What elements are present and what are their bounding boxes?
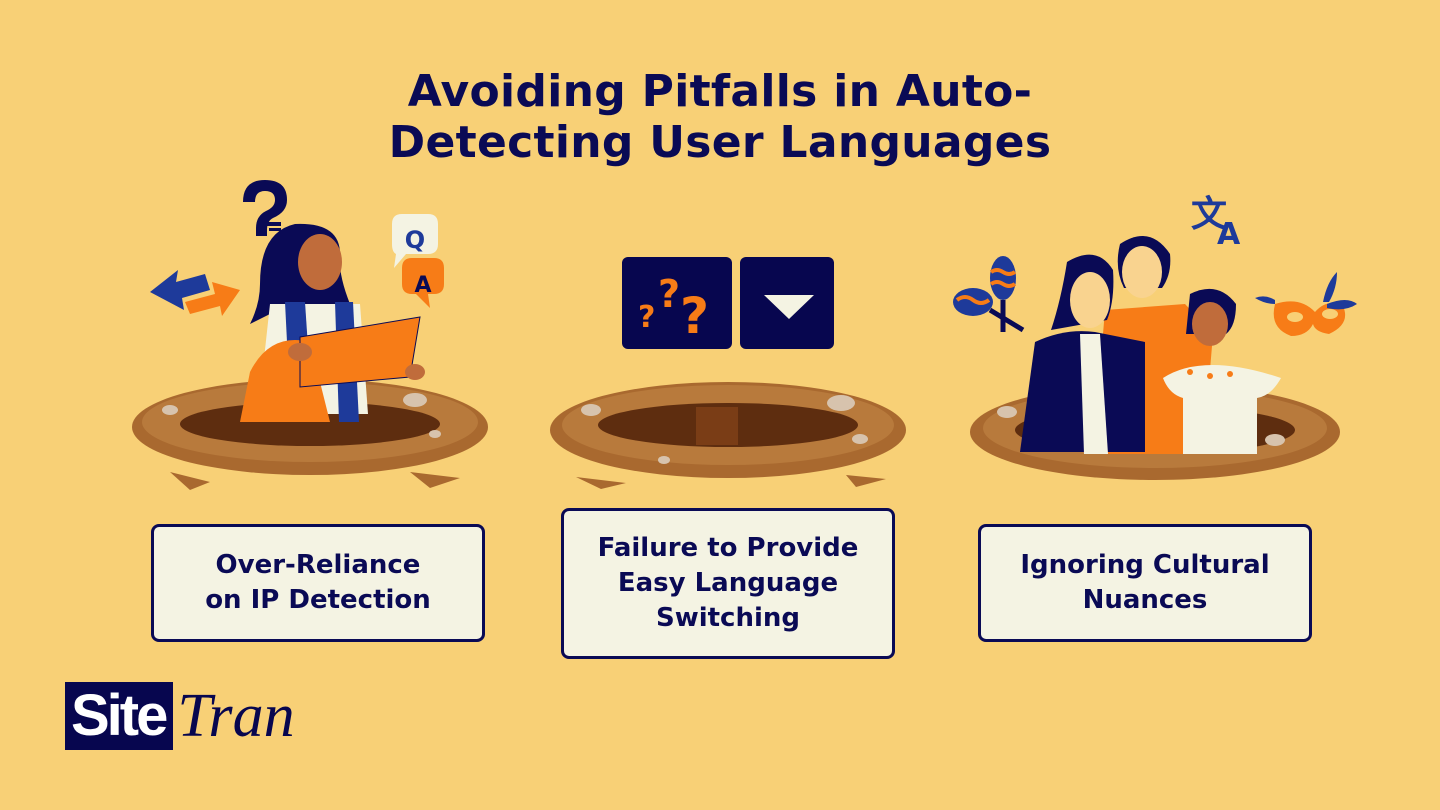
svg-text:Q: Q [405, 226, 425, 254]
language-selector-icon: ? ? ? [622, 257, 834, 349]
card-line: on IP Detection [205, 585, 431, 615]
card-line: Easy Language [617, 568, 839, 598]
svg-text:?: ? [658, 272, 680, 316]
dropdown-triangle-icon [764, 295, 814, 319]
card-line: Switching [655, 603, 801, 633]
title-line-1: Avoiding Pitfalls in Auto- [407, 66, 1033, 117]
illustration-empty-pit: ? ? ? [546, 255, 911, 490]
pitfall-card-cultural-nuances: Ignoring Cultural Nuances [978, 524, 1312, 642]
logo-tran: Tran [177, 682, 295, 750]
card-line: Over-Reliance [215, 550, 421, 580]
question-marks-icon: ? ? ? [638, 272, 709, 345]
svg-text:?: ? [638, 300, 655, 335]
carnival-mask-icon [1255, 272, 1357, 336]
swap-arrows-icon [150, 270, 240, 316]
pitfall-card-language-switching: Failure to Provide Easy Language Switchi… [561, 508, 895, 659]
logo-site: Site [65, 682, 174, 750]
people-figures-icon [1020, 236, 1281, 454]
card-line: Failure to Provide [597, 533, 859, 563]
page-title: Avoiding Pitfalls in Auto- Detecting Use… [0, 66, 1440, 168]
card-line: Nuances [1082, 585, 1208, 615]
svg-text:文: 文 [1191, 194, 1227, 235]
maracas-icon [953, 256, 1025, 333]
translate-icon: 文 A [1191, 194, 1241, 252]
question-mark-icon [243, 180, 287, 236]
illustration-woman-in-pit: Q A [130, 172, 500, 492]
title-line-2: Detecting User Languages [388, 117, 1052, 168]
illustration-three-people: 文 A [945, 182, 1370, 487]
qa-speech-bubbles-icon: Q A [392, 214, 444, 308]
svg-text:A: A [414, 273, 431, 298]
pitfall-card-ip-detection: Over-Reliance on IP Detection [151, 524, 485, 642]
svg-text:A: A [1217, 217, 1241, 252]
svg-text:?: ? [680, 287, 709, 345]
woman-figure-icon [240, 223, 425, 422]
card-line: Ignoring Cultural [1020, 550, 1270, 580]
dirt-pit-icon [550, 382, 906, 489]
sitetran-logo: Site Tran [65, 682, 295, 750]
